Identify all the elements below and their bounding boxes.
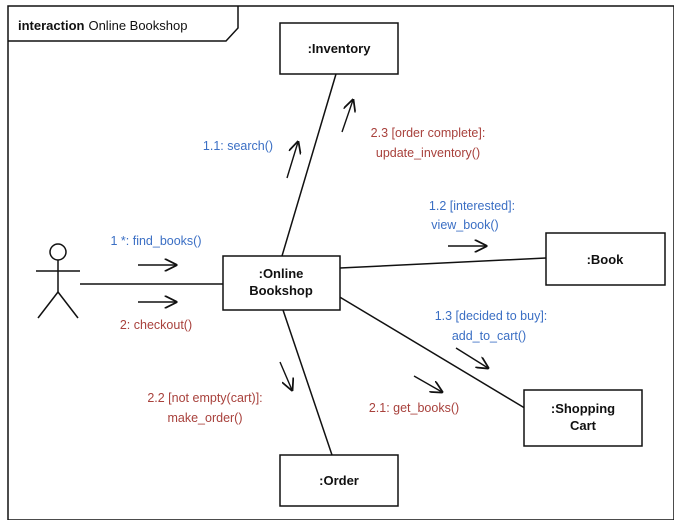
msg-search: 1.1: search() xyxy=(203,139,273,153)
object-bookshop-label-line2: Bookshop xyxy=(249,283,313,298)
arrow-add-to-cart xyxy=(455,347,488,368)
msg-view-book-line2: view_book() xyxy=(431,218,498,232)
message-arrows xyxy=(138,100,488,392)
links xyxy=(80,73,547,456)
object-book-label: :Book xyxy=(587,252,625,267)
object-shopping-cart: :Shopping Cart xyxy=(523,389,643,447)
arrow-make-order xyxy=(279,361,292,390)
msg-make-order-line2: make_order() xyxy=(167,411,242,425)
message-labels: 1 *: find_books() 2: checkout() 1.1: sea… xyxy=(110,126,547,425)
msg-checkout: 2: checkout() xyxy=(120,318,192,332)
frame-keyword: interaction xyxy=(18,18,85,33)
arrow-update-inventory xyxy=(341,100,353,133)
object-online-bookshop: :Online Bookshop xyxy=(222,255,341,311)
msg-get-books: 2.1: get_books() xyxy=(369,401,459,415)
link-bookshop-cart xyxy=(337,295,529,411)
msg-find-books: 1 *: find_books() xyxy=(110,234,201,248)
link-bookshop-order xyxy=(282,309,333,456)
object-book: :Book xyxy=(545,232,666,286)
msg-add-to-cart-line1: 1.3 [decided to buy]: xyxy=(435,309,548,323)
object-bookshop-label-line1: :Online xyxy=(259,266,304,281)
object-order: :Order xyxy=(279,454,399,507)
link-bookshop-inventory xyxy=(281,73,337,257)
msg-view-book-line1: 1.2 [interested]: xyxy=(429,199,515,213)
arrow-search xyxy=(286,142,298,179)
actor-stick-figure xyxy=(36,243,80,319)
msg-update-inventory-line1: 2.3 [order complete]: xyxy=(371,126,486,140)
msg-make-order-line1: 2.2 [not empty(cart)]: xyxy=(147,391,262,405)
msg-update-inventory-line2: update_inventory() xyxy=(376,146,480,160)
frame-name: Online Bookshop xyxy=(88,18,187,33)
msg-add-to-cart-line2: add_to_cart() xyxy=(452,329,526,343)
object-order-label: :Order xyxy=(319,473,359,488)
object-inventory-label: :Inventory xyxy=(308,41,372,56)
object-inventory: :Inventory xyxy=(279,22,399,75)
link-bookshop-book xyxy=(339,257,547,269)
object-cart-label-line1: :Shopping xyxy=(551,401,615,416)
object-cart-label-line2: Cart xyxy=(570,418,597,433)
arrow-get-books xyxy=(413,375,442,392)
